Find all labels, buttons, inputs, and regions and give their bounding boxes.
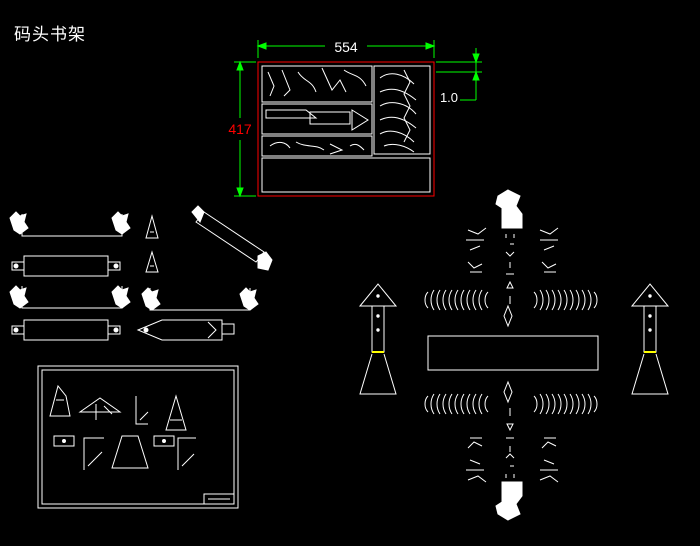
title-block <box>203 493 235 505</box>
bottom-part-sequence <box>466 380 559 483</box>
shelf-side-view-2 <box>11 319 121 341</box>
dimension-offset <box>436 48 482 101</box>
height-label: 417 <box>228 121 252 137</box>
component-views <box>9 205 273 341</box>
center-board <box>427 335 599 371</box>
dimension-width <box>256 40 436 58</box>
offset-label: 1.0 <box>440 90 458 105</box>
top-bracket <box>495 189 523 229</box>
dimension-height <box>234 60 256 198</box>
support-pieces <box>145 214 159 273</box>
drawing-frame <box>37 365 239 509</box>
left-leg <box>358 283 398 395</box>
width-label: 554 <box>334 39 358 55</box>
shelf-bracket-view-2 <box>9 285 131 309</box>
shelf-bracket-view-3 <box>141 287 259 311</box>
shelf-bracket-view-1 <box>9 211 131 237</box>
bottom-bracket <box>495 481 523 521</box>
drawing-title: 码头书架 <box>14 25 86 45</box>
top-sheet: 554 417 1.0 <box>228 39 482 198</box>
shelf-side-view-1 <box>11 255 121 277</box>
frame-inner <box>41 369 235 505</box>
angled-shelf-view <box>191 205 273 271</box>
assembly-diagram <box>358 189 670 521</box>
nested-parts <box>261 65 431 193</box>
top-part-sequence <box>466 227 559 328</box>
frame-outer <box>37 365 239 509</box>
tapered-shelf-view <box>136 319 235 341</box>
carved-panels <box>424 289 598 415</box>
right-leg <box>630 283 670 395</box>
sheet-border <box>257 61 435 197</box>
